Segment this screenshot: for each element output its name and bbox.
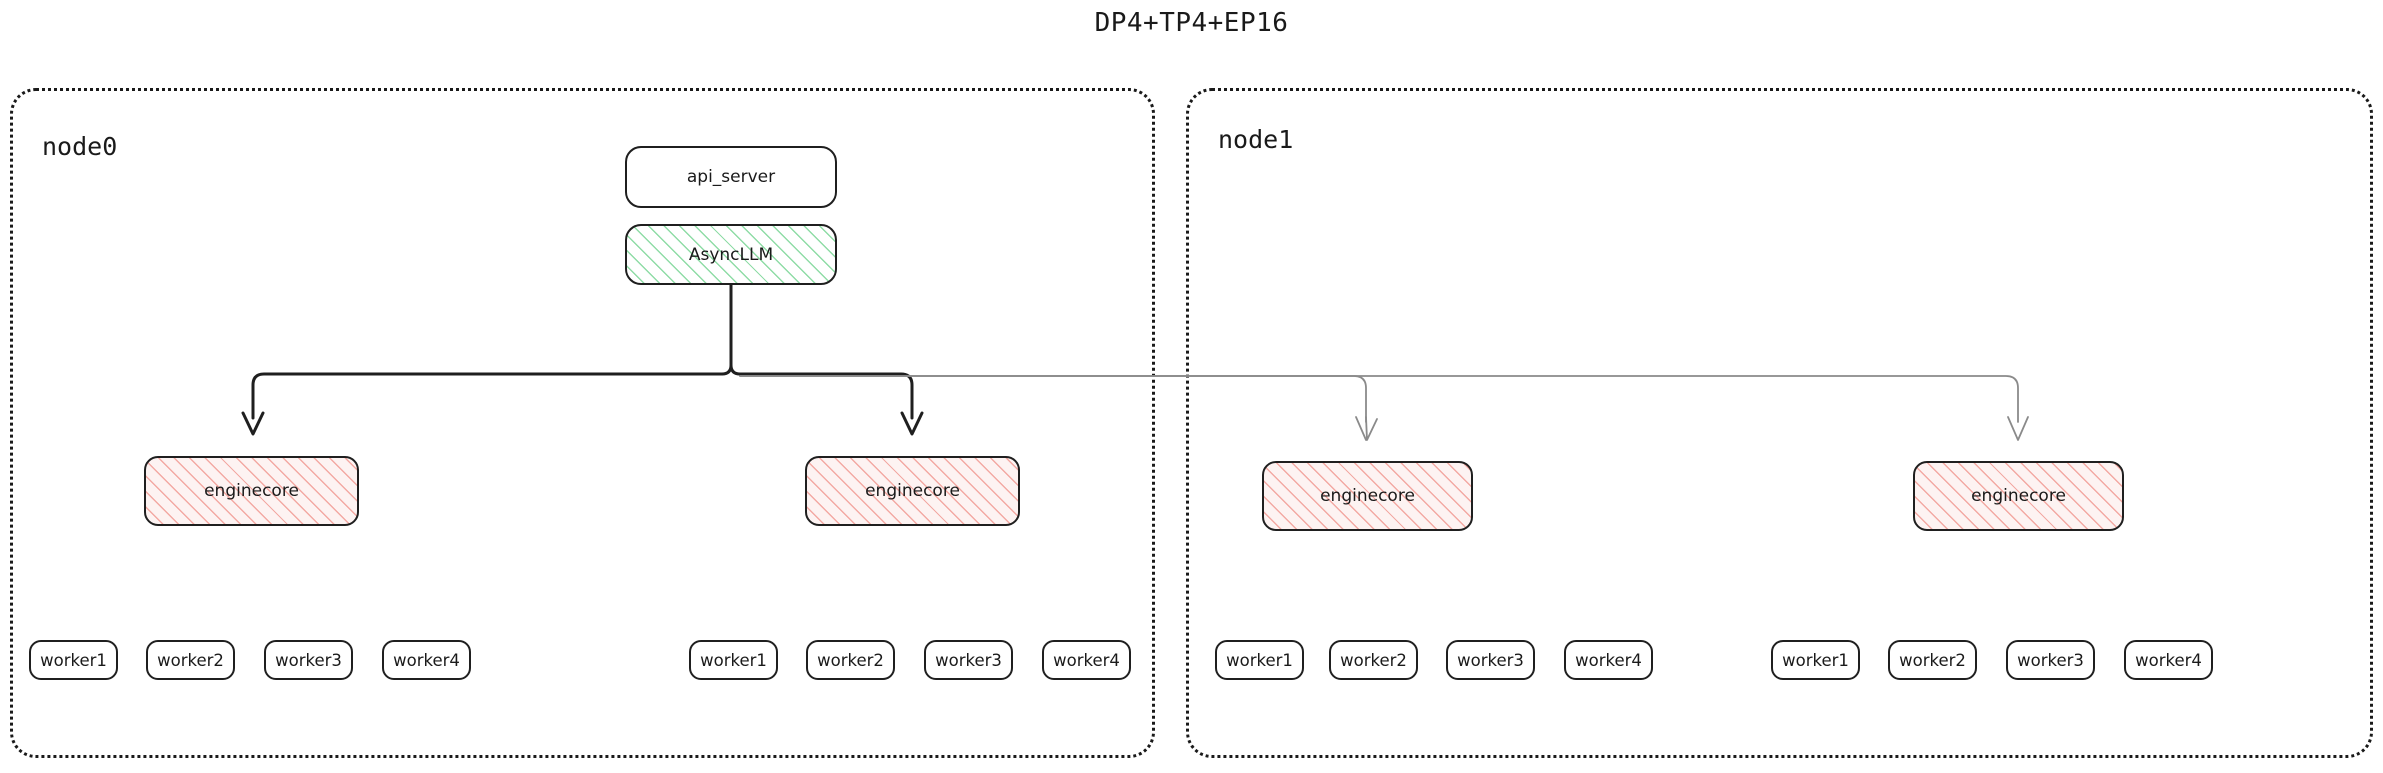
enginecore-box[interactable]: enginecore (1262, 461, 1473, 531)
enginecore-box[interactable]: enginecore (805, 456, 1020, 526)
worker-label: worker4 (1053, 650, 1120, 670)
worker-box[interactable]: worker3 (264, 640, 353, 680)
worker-box[interactable]: worker3 (2006, 640, 2095, 680)
service-label: AsyncLLM (688, 244, 774, 265)
service-label: api_server (686, 167, 776, 187)
service-box-api-server[interactable]: api_server (625, 146, 837, 208)
worker-label: worker4 (2135, 650, 2202, 670)
worker-box[interactable]: worker2 (1329, 640, 1418, 680)
page-title: DP4+TP4+EP16 (1094, 8, 1289, 38)
worker-label: worker3 (1457, 650, 1524, 670)
worker-box[interactable]: worker2 (146, 640, 235, 680)
worker-box[interactable]: worker2 (806, 640, 895, 680)
worker-label: worker4 (393, 650, 460, 670)
enginecore-box[interactable]: enginecore (1913, 461, 2124, 531)
worker-box[interactable]: worker2 (1888, 640, 1977, 680)
worker-label: worker1 (700, 650, 767, 670)
node-container-node1 (1186, 88, 2373, 758)
enginecore-label: enginecore (1320, 486, 1415, 506)
worker-label: worker3 (935, 650, 1002, 670)
enginecore-label: enginecore (865, 481, 960, 501)
node-container-node0 (10, 88, 1155, 758)
worker-label: worker2 (157, 650, 224, 670)
worker-label: worker1 (1226, 650, 1293, 670)
worker-label: worker2 (1340, 650, 1407, 670)
enginecore-box[interactable]: enginecore (144, 456, 359, 526)
worker-box[interactable]: worker1 (29, 640, 118, 680)
worker-box[interactable]: worker1 (689, 640, 778, 680)
worker-label: worker3 (275, 650, 342, 670)
worker-box[interactable]: worker1 (1771, 640, 1860, 680)
worker-box[interactable]: worker3 (1446, 640, 1535, 680)
worker-label: worker2 (817, 650, 884, 670)
worker-box[interactable]: worker3 (924, 640, 1013, 680)
worker-label: worker1 (1782, 650, 1849, 670)
worker-label: worker1 (40, 650, 107, 670)
worker-box[interactable]: worker4 (1042, 640, 1131, 680)
worker-box[interactable]: worker1 (1215, 640, 1304, 680)
worker-box[interactable]: worker4 (2124, 640, 2213, 680)
enginecore-label: enginecore (204, 481, 299, 501)
service-box-asyncllm[interactable]: AsyncLLM (625, 224, 837, 285)
worker-label: worker2 (1899, 650, 1966, 670)
node-label-node0: node0 (42, 132, 118, 161)
worker-box[interactable]: worker4 (1564, 640, 1653, 680)
worker-label: worker3 (2017, 650, 2084, 670)
worker-label: worker4 (1575, 650, 1642, 670)
node-label-node1: node1 (1218, 125, 1294, 154)
enginecore-label: enginecore (1971, 486, 2066, 506)
worker-box[interactable]: worker4 (382, 640, 471, 680)
